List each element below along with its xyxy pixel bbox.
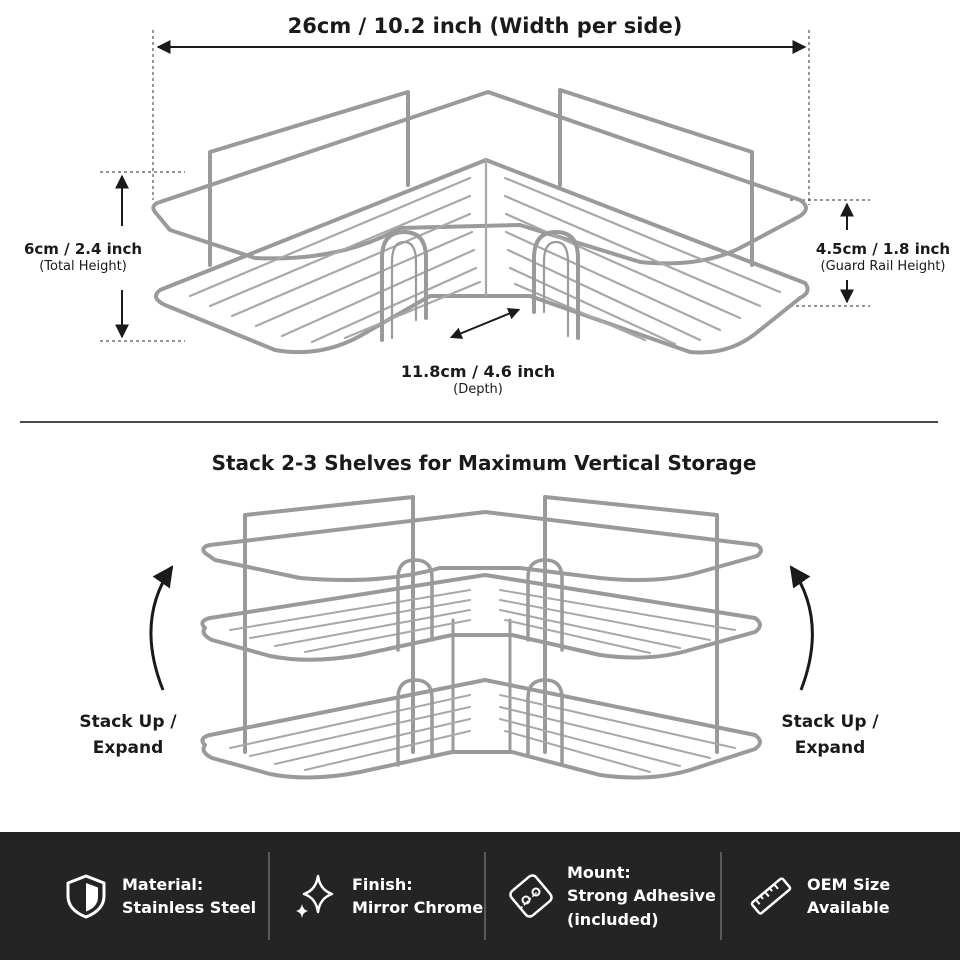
feature-material-title: Material: (122, 874, 204, 894)
total-height-dimension-line (100, 171, 185, 342)
adhesive-pad-icon (509, 874, 553, 918)
ruler-icon (750, 877, 792, 915)
stack-up-arrow-right (789, 565, 814, 691)
depth-caption: (Depth) (453, 382, 503, 397)
depth-value: 11.8cm / 4.6 inch (400, 362, 556, 381)
guard-rail-label: 4.5cm / 1.8 inch (Guard Rail Height) (808, 240, 958, 275)
feature-separator (484, 852, 486, 940)
feature-mount-value: Strong Adhesive (567, 886, 716, 906)
width-dimension-line (152, 30, 810, 205)
feature-oem-title: OEM Size (807, 874, 891, 894)
feature-mount-title: Mount: (567, 863, 631, 883)
stack-up-left-line2: Expand (92, 738, 164, 759)
guard-rail-caption: (Guard Rail Height) (820, 258, 946, 274)
depth-label: 11.8cm / 4.6 inch (Depth) (378, 362, 578, 398)
stack-up-left-label: Stack Up / Expand (58, 709, 198, 762)
stack-section-title: Stack 2-3 Shelves for Maximum Vertical S… (211, 451, 757, 475)
feature-mount: Mount: Strong Adhesive (included) (505, 832, 716, 960)
feature-separator (720, 852, 722, 940)
total-height-caption: (Total Height) (39, 258, 127, 274)
stack-up-left-line1: Stack Up / (79, 712, 177, 732)
stack-up-right-label: Stack Up / Expand (760, 709, 900, 762)
guard-rail-value: 4.5cm / 1.8 inch (815, 240, 951, 258)
feature-mount-note: (included) (567, 909, 659, 929)
stack-up-right-line1: Stack Up / (781, 712, 879, 732)
feature-material: Material: Stainless Steel (60, 832, 256, 960)
feature-bar: Material: Stainless Steel Finish: Mirror… (0, 832, 960, 960)
feature-oem: OEM Size Available (745, 832, 890, 960)
total-height-label: 6cm / 2.4 inch (Total Height) (8, 240, 158, 275)
width-dimension-label: 26cm / 10.2 inch (Width per side) (287, 14, 683, 38)
feature-separator (268, 852, 270, 940)
stack-up-right-line2: Expand (794, 738, 866, 759)
section-divider (20, 421, 938, 423)
shield-icon (66, 874, 106, 919)
feature-oem-value: Available (807, 898, 890, 917)
feature-finish-title: Finish: (352, 874, 413, 894)
feature-finish-value: Mirror Chrome (352, 898, 484, 917)
depth-dimension-line (449, 308, 521, 339)
sparkle-icon (296, 874, 334, 918)
feature-material-value: Stainless Steel (122, 898, 257, 917)
feature-finish: Finish: Mirror Chrome (290, 832, 483, 960)
stack-up-arrow-left (149, 565, 174, 691)
corner-shelf-single (151, 88, 810, 355)
corner-shelf-stacked (200, 495, 763, 780)
total-height-value: 6cm / 2.4 inch (23, 240, 143, 258)
product-illustration (100, 30, 870, 780)
